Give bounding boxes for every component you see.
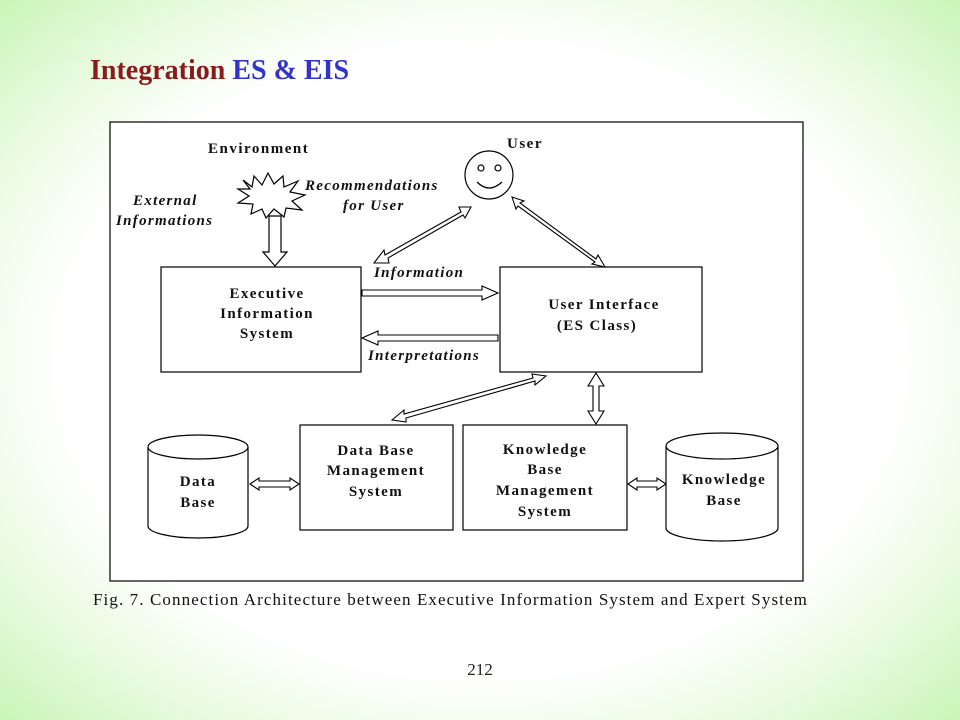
ui-kbms-arrow [587, 371, 605, 426]
slide-title: Integration ES & EIS [90, 55, 349, 87]
database-label-2: Base [180, 495, 216, 511]
environment-label: Environment [208, 141, 309, 157]
knowledge-base-label-2: Base [706, 493, 742, 509]
external-info-label-1: External [132, 193, 198, 209]
external-info-label-2: Informations [115, 213, 213, 229]
kbms-box-line-1: Knowledge [503, 442, 587, 458]
recommendations-label-1: Recommendations [304, 178, 439, 194]
knowledge-base-label-1: Knowledge [682, 472, 766, 488]
db-dbms-arrow [249, 476, 300, 492]
dbms-box-line-3: System [349, 484, 403, 500]
eis-user-arrow [372, 206, 472, 264]
eis-box-line-2: Information [220, 306, 314, 322]
user-face-icon [464, 150, 514, 200]
environment-burst-icon [235, 171, 307, 220]
eis-box-line-1: Executive [229, 286, 304, 302]
dbms-box [299, 424, 454, 531]
interpretations-label: Interpretations [367, 348, 480, 364]
user-ui-arrow [511, 196, 607, 268]
dbms-box-line-2: Management [327, 463, 425, 479]
kbms-box-line-4: System [518, 504, 572, 520]
recommendations-label-2: for User [343, 198, 405, 214]
dbms-box-line-1: Data Base [337, 443, 414, 459]
information-label: Information [373, 265, 464, 281]
eis-box [160, 266, 362, 373]
kbms-box-line-3: Management [496, 483, 594, 499]
database-cylinder-icon [147, 434, 249, 539]
kbms-box-line-2: Base [527, 462, 563, 478]
user-label: User [507, 136, 543, 152]
figure-caption: Fig. 7. Connection Architecture between … [93, 590, 808, 609]
information-arrow [361, 285, 500, 301]
kbms-box [462, 424, 628, 531]
ui-box-line-2: (ES Class) [557, 318, 637, 334]
ui-dbms-arrow [390, 373, 548, 423]
title-part-2: ES & EIS [232, 55, 350, 86]
external-info-arrow [261, 215, 289, 267]
eis-box-line-3: System [240, 326, 294, 342]
ui-box [499, 266, 703, 373]
ui-box-line-1: User Interface [548, 297, 659, 313]
page-number: 212 [467, 660, 493, 679]
interpretations-arrow [360, 330, 499, 346]
knowledge-base-cylinder-icon [665, 432, 779, 542]
database-label-1: Data [180, 474, 216, 490]
title-part-1: Integration [90, 55, 226, 86]
